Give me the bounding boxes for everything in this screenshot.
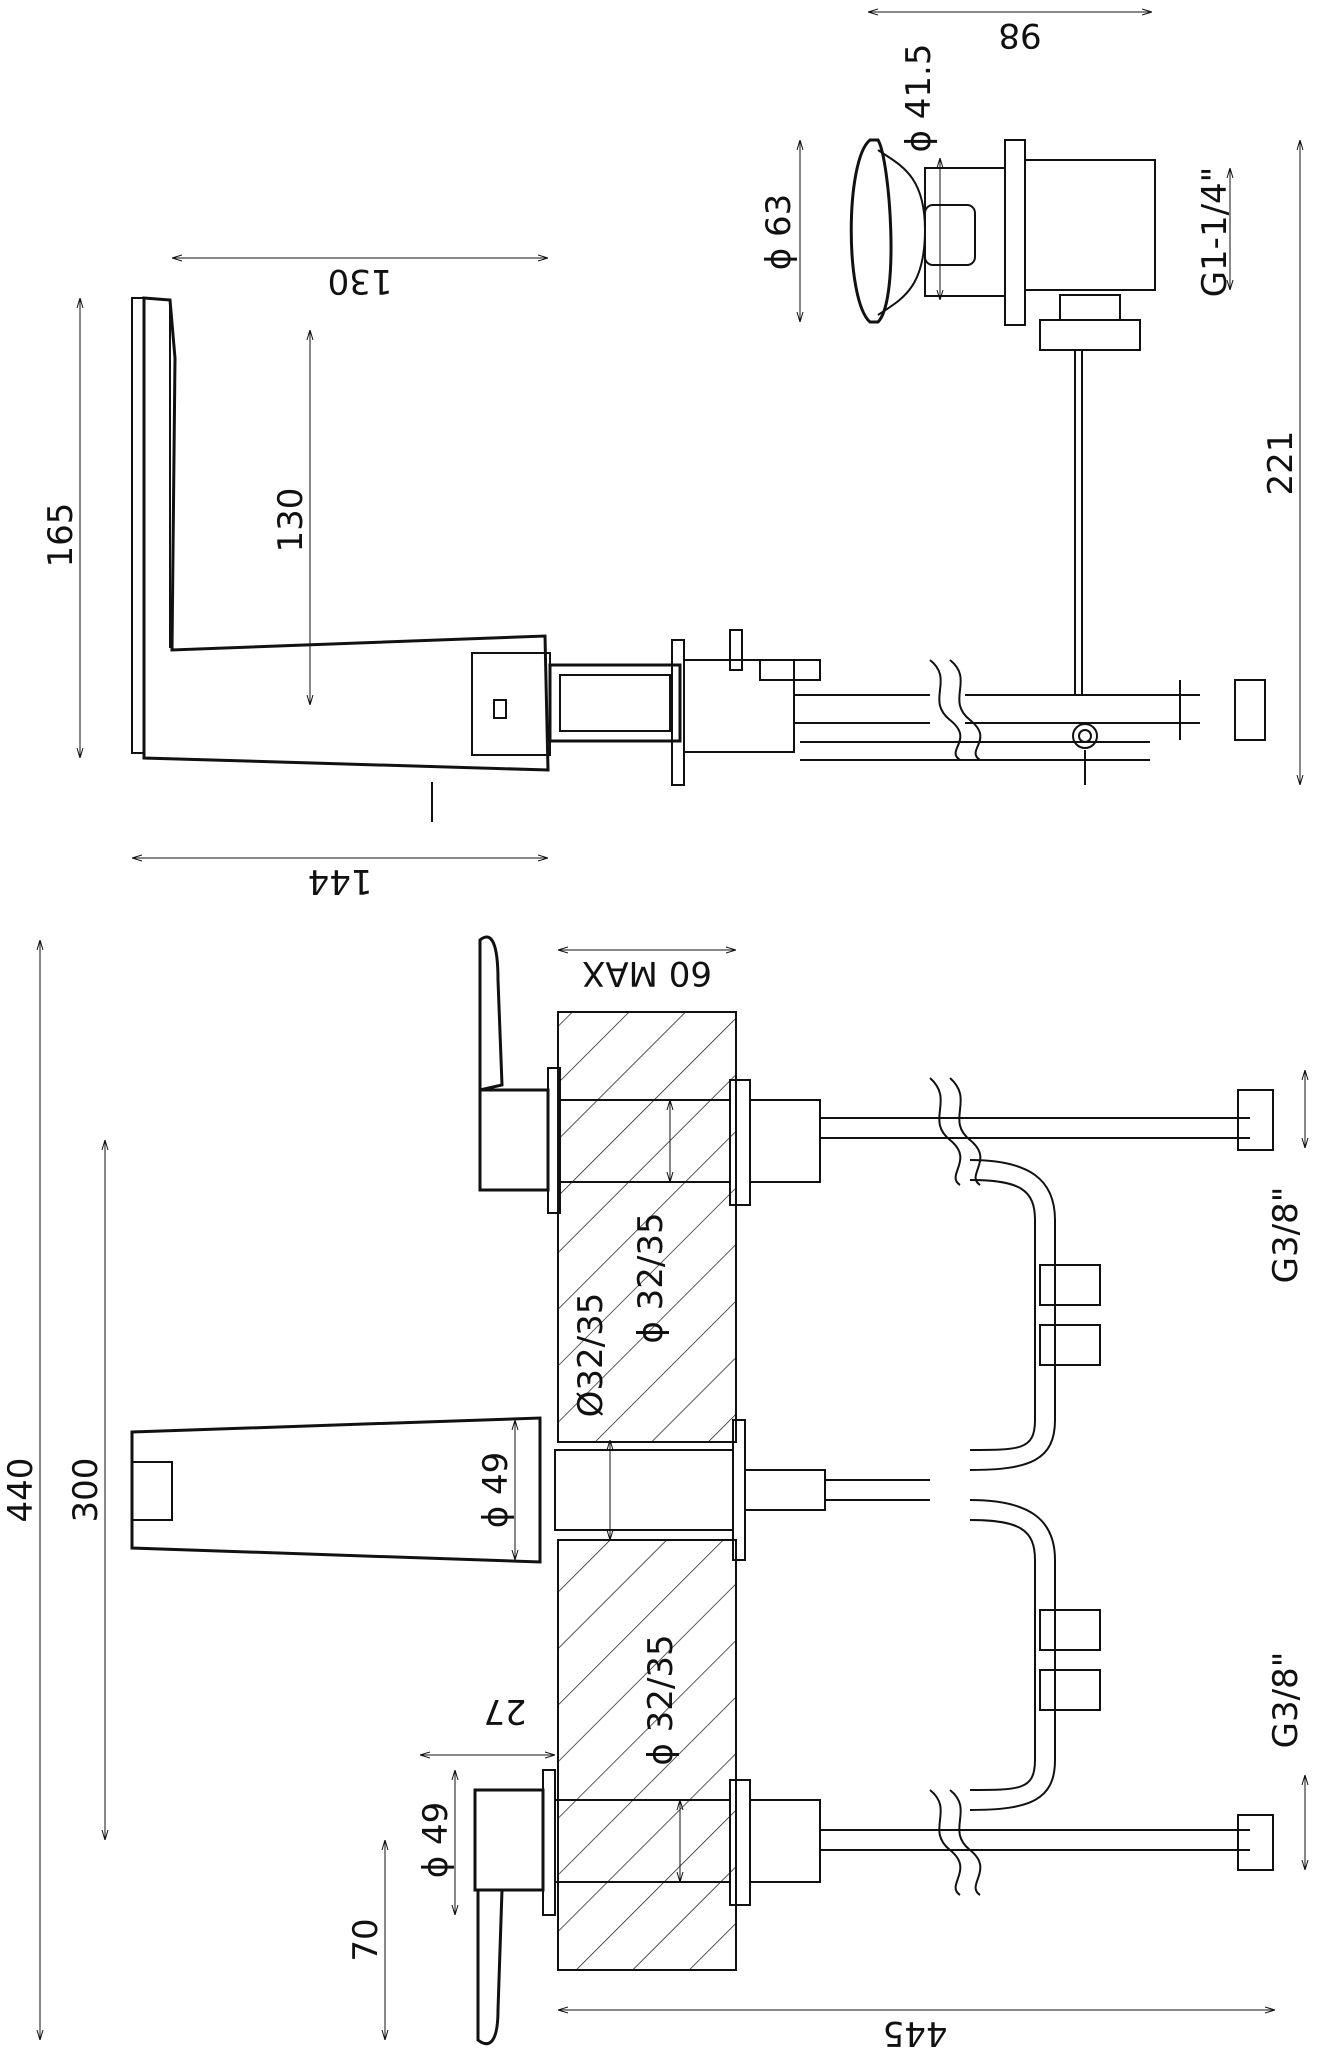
dimension-labels: 130 165 130 144 98 ϕ 41.5 ϕ 63 G1-1/4" 2… — [1, 15, 1306, 2048]
dim-bottom-offset: 70 — [346, 1918, 386, 1961]
dim-hole-lower: ϕ 32/35 — [641, 1634, 681, 1765]
dim-waste-length: 221 — [1261, 431, 1301, 496]
handle-top — [478, 935, 504, 1092]
dim-total-depth: 445 — [883, 2013, 948, 2048]
dim-total-height: 440 — [1, 1458, 41, 1523]
dim-thread: G1-1/4" — [1195, 167, 1235, 298]
waste-plug — [849, 138, 893, 324]
wall-section — [557, 1011, 737, 1443]
dimension-lines — [40, 12, 1305, 2040]
spout-body — [142, 296, 550, 772]
dim-spout-reach: 130 — [328, 261, 393, 301]
dim-hole-middle: Ø32/35 — [571, 1293, 611, 1418]
wall-plate — [131, 297, 145, 754]
front-view — [130, 935, 1274, 2046]
waste-view — [849, 138, 1156, 351]
dim-spout-flange: ϕ 49 — [476, 1452, 516, 1529]
dim-offset: 27 — [483, 1691, 526, 1731]
dim-flange-diameter: ϕ 63 — [759, 194, 799, 271]
dim-waste-width: 98 — [998, 15, 1041, 55]
wall-section — [557, 1539, 737, 1971]
dim-connection-upper: G3/8" — [1266, 1187, 1306, 1284]
side-handle — [471, 652, 551, 756]
dim-handle-flange: ϕ 49 — [416, 1802, 456, 1879]
dim-height: 165 — [41, 503, 81, 568]
dim-wall-thickness: 60 MAX — [582, 953, 712, 993]
side-view — [131, 296, 1266, 822]
dim-handle-spacing: 300 — [66, 1458, 106, 1523]
dim-connection-lower: G3/8" — [1266, 1652, 1306, 1749]
dim-base-depth: 144 — [308, 861, 373, 901]
handle-bottom — [476, 1888, 504, 2046]
dim-hole-upper: ϕ 32/35 — [631, 1212, 671, 1343]
dim-spout-height: 130 — [271, 488, 311, 553]
dim-plug-diameter: ϕ 41.5 — [899, 44, 939, 153]
